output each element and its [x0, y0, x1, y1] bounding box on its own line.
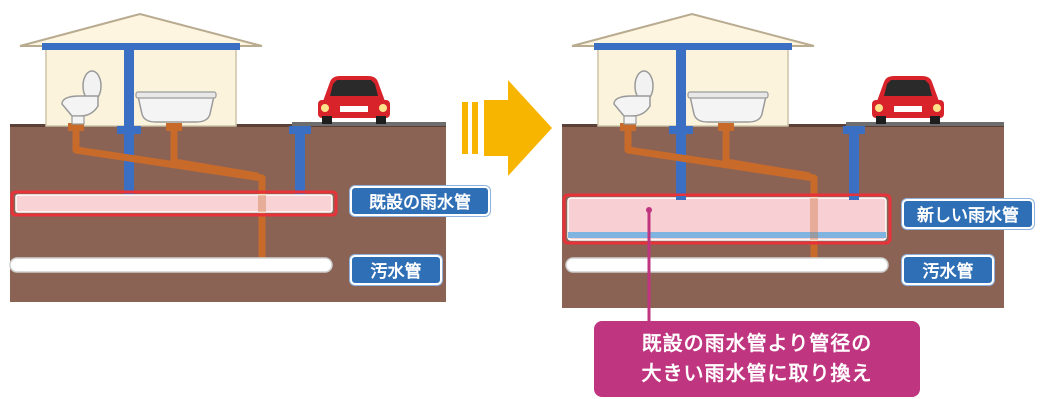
label-sewage-pipe-right: 汚水管 — [902, 255, 994, 285]
replacement-callout: 既設の雨水管より管径の 大きい雨水管に取り換え — [594, 321, 920, 397]
arrow-right-icon — [462, 80, 552, 176]
existing-rain-pipe — [10, 190, 338, 217]
rain-downpipes-left — [117, 48, 311, 196]
road-left — [292, 122, 446, 126]
car-icon — [318, 76, 390, 124]
new-rain-pipe — [562, 193, 892, 245]
sewage-branch-pipes-left — [72, 128, 266, 262]
sewage-pipe-right — [565, 257, 889, 273]
toilet-icon — [613, 70, 654, 125]
callout-line-1: 既設の雨水管より管径の — [641, 331, 873, 355]
callout-line-2: 大きい雨水管に取り換え — [641, 361, 873, 385]
sewage-pipe-left — [9, 257, 333, 273]
road-right — [846, 122, 1004, 126]
label-sewage-pipe-left: 汚水管 — [350, 255, 442, 285]
label-new-rain-pipe: 新しい雨水管 — [902, 199, 1034, 229]
bathtub-icon — [135, 91, 217, 123]
bathtub-icon — [687, 91, 769, 123]
label-existing-rain-pipe: 既設の雨水管 — [350, 186, 490, 216]
car-icon — [872, 76, 944, 124]
toilet-icon — [61, 70, 102, 125]
after-panel — [562, 12, 1004, 330]
rain-downpipes-right — [669, 48, 865, 198]
